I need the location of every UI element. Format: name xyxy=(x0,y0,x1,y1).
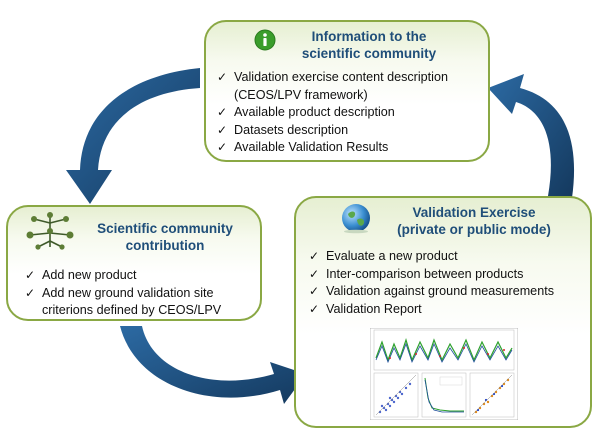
validation-title: Validation Exercise(private or public mo… xyxy=(397,205,551,237)
arrow-info-to-community xyxy=(66,68,200,204)
validation-report-thumbnail xyxy=(370,328,518,420)
plant-network-icon xyxy=(26,212,74,250)
info-icon xyxy=(254,29,276,51)
info-item: Datasets description xyxy=(214,122,448,140)
arrow-community-to-validation xyxy=(120,326,306,404)
validation-list: Evaluate a new product Inter-comparison … xyxy=(306,248,554,318)
earth-globe-icon xyxy=(342,204,370,234)
validation-item: Validation against ground measurements xyxy=(306,283,554,301)
info-item: Available product description xyxy=(214,104,448,122)
community-item-continuation: criterions defined by CEOS/LPV xyxy=(42,303,222,318)
validation-item: Validation Report xyxy=(306,301,554,319)
community-item: Add new product xyxy=(22,267,221,285)
info-list: Validation exercise content description … xyxy=(214,69,448,157)
info-item-continuation: (CEOS/LPV framework) xyxy=(234,87,368,102)
info-item: Validation exercise content description xyxy=(214,69,448,87)
info-item: Available Validation Results xyxy=(214,139,448,157)
community-item: Add new ground validation site xyxy=(22,285,221,303)
validation-item: Inter-comparison between products xyxy=(306,266,554,284)
validation-box: Validation Exercise(private or public mo… xyxy=(294,196,592,428)
community-list: Add new product Add new ground validatio… xyxy=(22,267,221,320)
arrow-validation-to-info xyxy=(488,74,575,198)
validation-item: Evaluate a new product xyxy=(306,248,554,266)
